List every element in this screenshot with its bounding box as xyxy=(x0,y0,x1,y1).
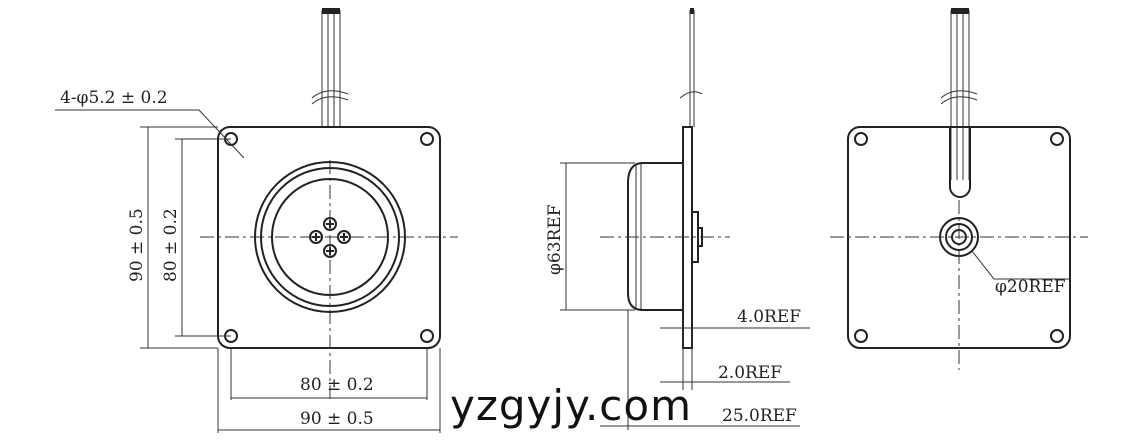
hole-leader xyxy=(55,109,245,159)
mount-hole xyxy=(1050,132,1064,146)
plate-thickness-dim: 4.0REF xyxy=(737,307,801,327)
mount-hole xyxy=(420,329,434,343)
mount-hole xyxy=(854,132,868,146)
rear-wire-tip xyxy=(951,8,969,14)
diameter-dimension-lines xyxy=(560,162,635,311)
diameter-dim: φ63REF xyxy=(545,204,565,275)
thickness-dimension-lines xyxy=(600,310,810,430)
motor-body-profile xyxy=(627,162,683,311)
cable-sleeve xyxy=(949,127,971,198)
watermark: yzgyjy.com xyxy=(450,381,693,430)
hole-callout: 4-φ5.2 ± 0.2 xyxy=(60,88,168,108)
hub-leader xyxy=(971,250,1069,280)
side-view: φ63REF 4.0REF 2.0REF 25.0REF xyxy=(545,8,810,430)
vertical-dimension-lines xyxy=(140,126,231,349)
side-wire-break xyxy=(679,91,703,99)
rear-view: φ20REF xyxy=(830,8,1088,370)
height-inner-dim: 80 ± 0.2 xyxy=(161,208,181,282)
front-view: 4-φ5.2 ± 0.2 90 ± 0.5 80 ± 0.2 80 ± 0.2 … xyxy=(55,8,458,433)
side-lead-wire xyxy=(689,10,695,127)
width-inner-dim: 80 ± 0.2 xyxy=(300,375,374,395)
side-wire-tip xyxy=(690,8,694,14)
lead-wires xyxy=(321,10,341,127)
wire-break xyxy=(311,90,349,105)
mount-hole xyxy=(420,132,434,146)
rear-lead-wires xyxy=(950,10,970,180)
center-lines xyxy=(200,160,458,400)
mount-hole xyxy=(1050,329,1064,343)
width-outer-dim: 90 ± 0.5 xyxy=(300,409,374,429)
mount-hole xyxy=(854,329,868,343)
height-outer-dim: 90 ± 0.5 xyxy=(127,208,147,282)
wire-tip xyxy=(322,8,340,14)
small-thickness-dim: 2.0REF xyxy=(718,363,782,383)
hub-diameter-dim: φ20REF xyxy=(995,277,1066,297)
rear-wire-break xyxy=(940,90,978,105)
horizontal-dimension-lines xyxy=(217,348,441,433)
depth-dim: 25.0REF xyxy=(722,406,797,426)
rear-center-lines xyxy=(830,200,1088,370)
